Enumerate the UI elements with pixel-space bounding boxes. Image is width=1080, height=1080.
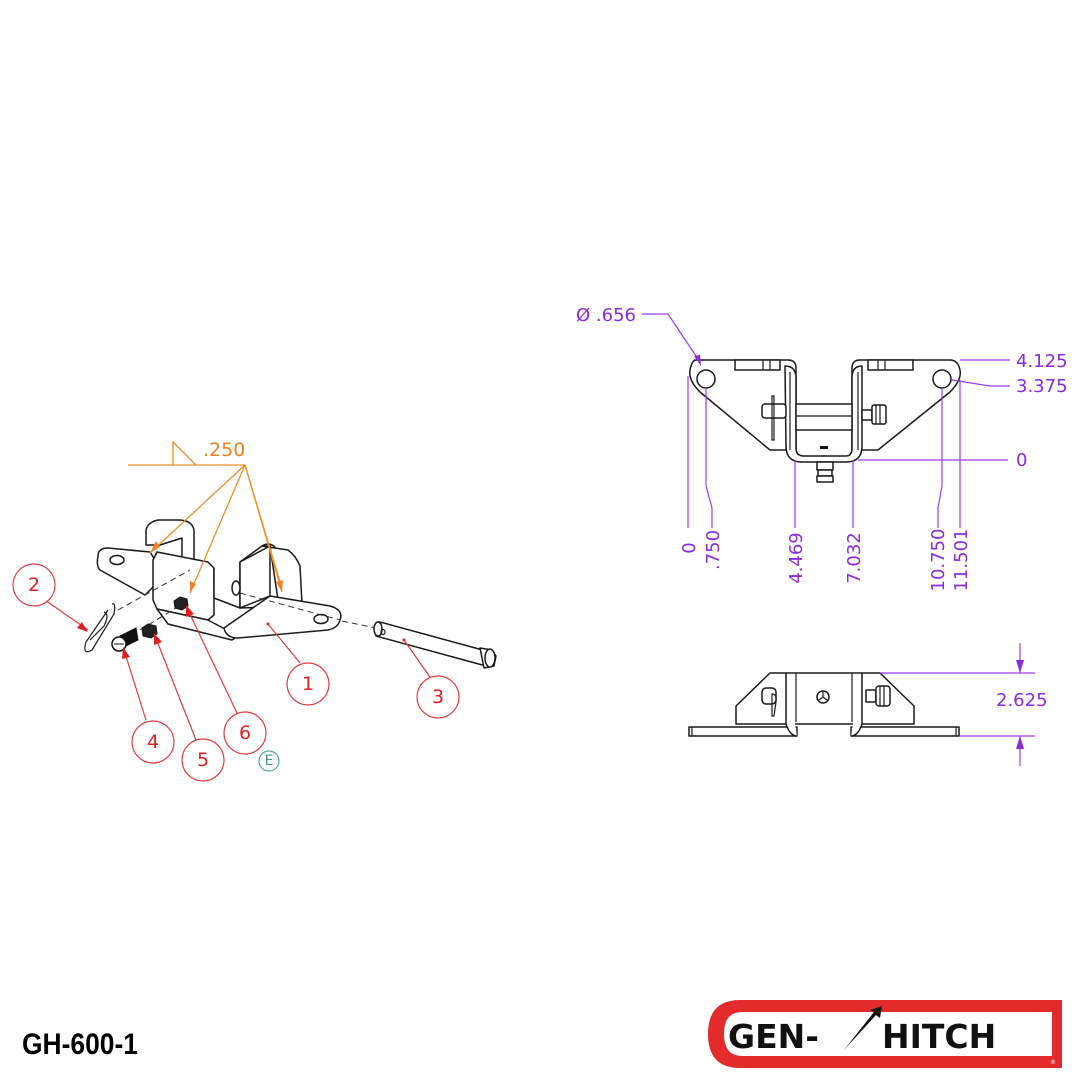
revision-marker: E <box>258 750 280 772</box>
top-view-part <box>688 359 962 483</box>
svg-text:1: 1 <box>302 673 314 695</box>
front-view-part <box>688 672 960 737</box>
balloon-6: 6 <box>186 605 267 755</box>
ordinate-0: 0 <box>679 542 700 553</box>
ordinate-10.750: 10.750 <box>928 529 949 592</box>
registered-mark: ® <box>1050 1059 1056 1066</box>
ordinate-4.469: 4.469 <box>786 532 807 584</box>
svg-text:5: 5 <box>197 749 209 771</box>
top-view-dimensions: Ø .656 4.125 3.375 0 0 .750 4.469 7.032 … <box>576 305 1068 591</box>
ordinate-11.501: 11.501 <box>951 529 972 592</box>
svg-text:2: 2 <box>28 574 40 596</box>
logo-text-right: HITCH <box>882 1017 996 1056</box>
isometric-view: .250 2 1 3 <box>12 439 497 782</box>
logo-text-left: GEN- <box>728 1017 819 1056</box>
gen-y-hitch-logo: GEN- HITCH ® <box>708 1000 1062 1068</box>
ordinate-7.032: 7.032 <box>844 532 865 584</box>
balloon-1: 1 <box>266 622 330 706</box>
ordinate-0.750: .750 <box>703 530 724 570</box>
base-bracket <box>96 519 377 641</box>
hole-diameter-label: Ø .656 <box>576 305 636 326</box>
welded-nut <box>173 596 189 611</box>
ordinate-0-vertical: 0 <box>1016 450 1027 471</box>
ordinate-4.125: 4.125 <box>1016 351 1068 372</box>
front-view-dimensions: 2.625 <box>880 643 1048 766</box>
height-dimension: 2.625 <box>996 690 1048 711</box>
ordinate-3.375: 3.375 <box>1016 376 1068 397</box>
svg-text:3: 3 <box>432 686 444 708</box>
front-view: 2.625 <box>688 643 1048 766</box>
hitch-pin-clip <box>84 603 116 653</box>
svg-text:6: 6 <box>239 722 251 744</box>
balloon-4: 4 <box>122 647 175 764</box>
bolt <box>111 627 139 652</box>
nut <box>141 623 158 639</box>
hitch-pin <box>373 621 497 669</box>
part-number: GH-600-1 <box>22 1028 138 1061</box>
balloon-2: 2 <box>12 563 89 632</box>
weld-symbol: .250 <box>128 439 283 594</box>
weld-size-label: .250 <box>203 439 245 461</box>
svg-text:4: 4 <box>147 731 159 753</box>
top-view: Ø .656 4.125 3.375 0 0 .750 4.469 7.032 … <box>576 305 1068 591</box>
balloon-3: 3 <box>402 638 460 719</box>
balloon-5: 5 <box>154 633 225 782</box>
svg-text:E: E <box>265 753 274 769</box>
